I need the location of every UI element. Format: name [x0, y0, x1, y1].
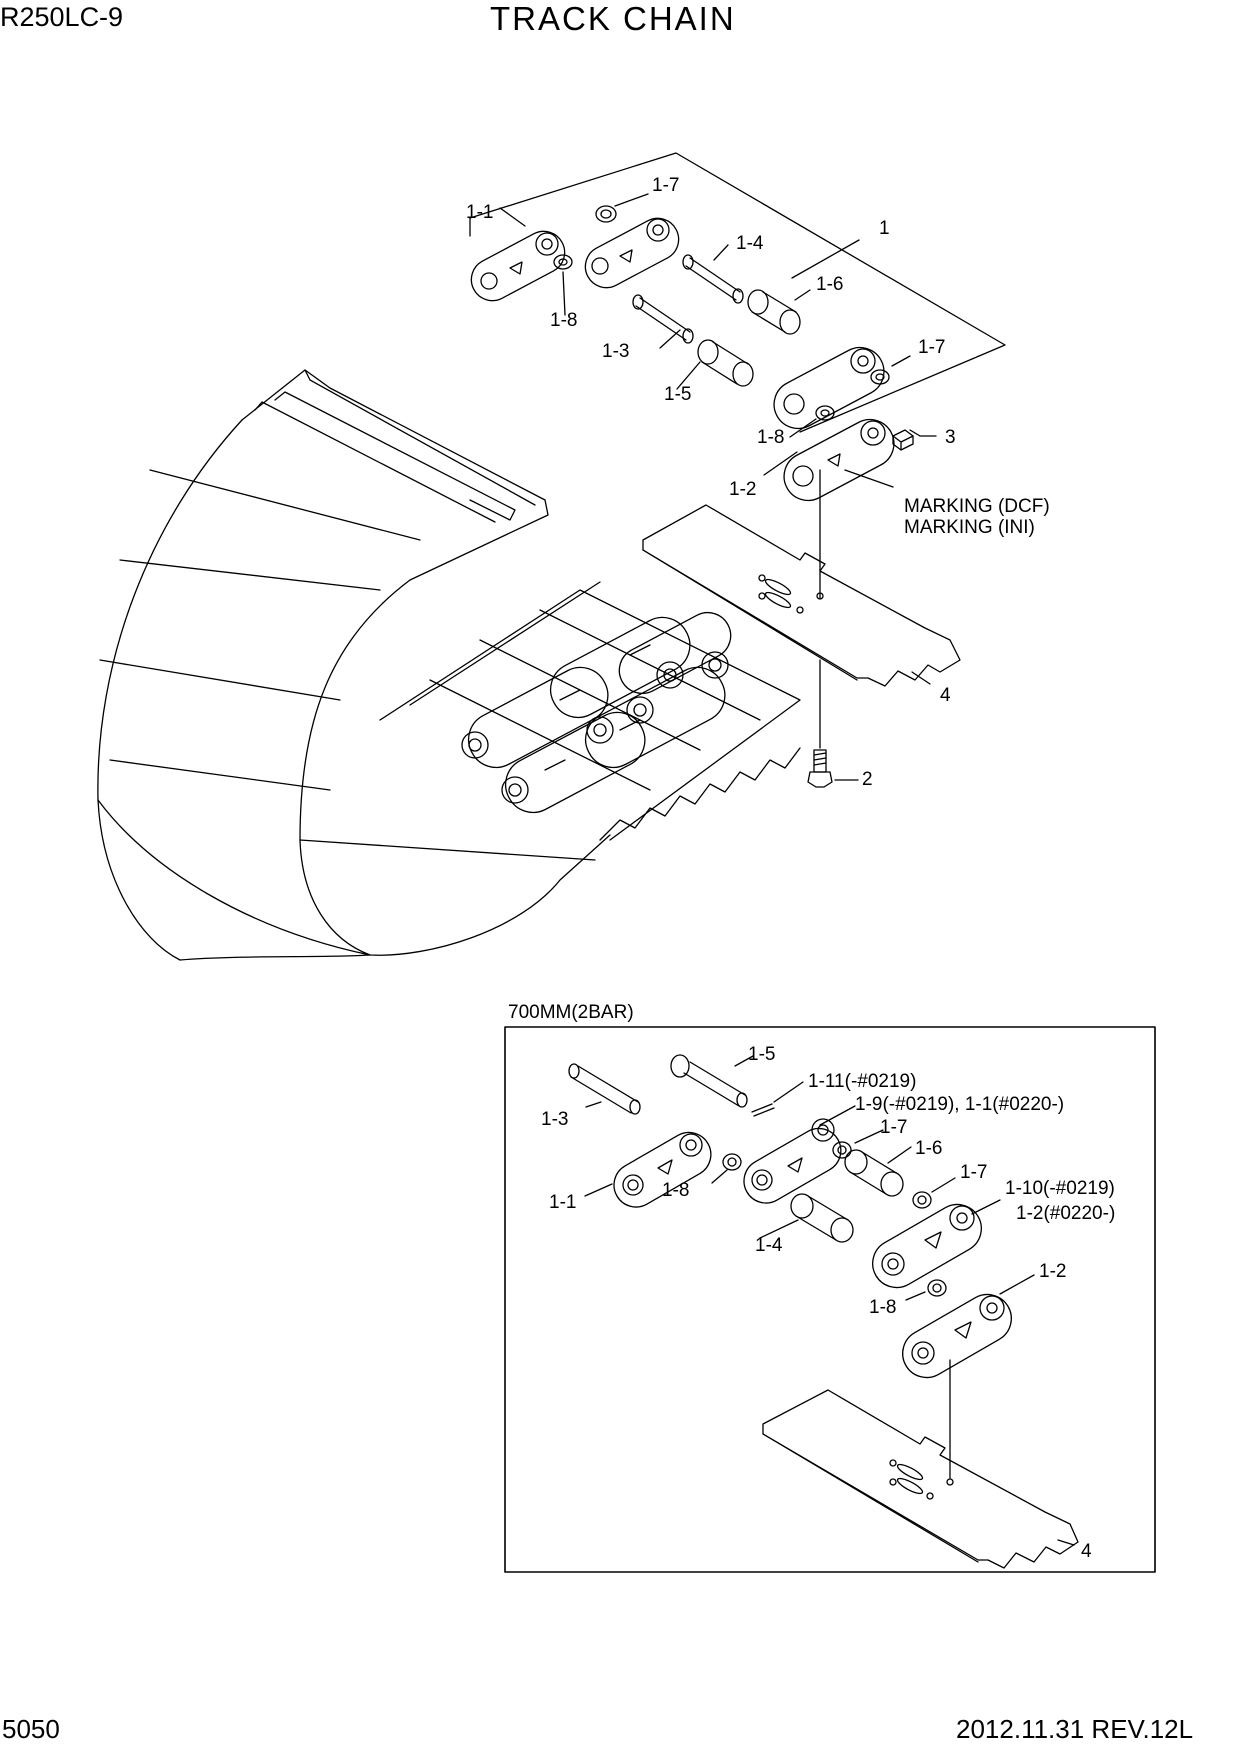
inset-callout-4: 4 — [1081, 1541, 1092, 1562]
inset-callout-1-10: 1-10(-#0219) — [1005, 1178, 1115, 1199]
inset-drawing — [569, 1055, 1078, 1568]
inset-callout-1-2: 1-2 — [1039, 1261, 1067, 1282]
model-label: R250LC-9 — [0, 2, 124, 32]
inset-callout-1-9: 1-9(-#0219), 1-1(#0220-) — [855, 1094, 1065, 1115]
inset-callout-1-3: 1-3 — [541, 1109, 569, 1130]
marking-dcf-label: MARKING (DCF) — [904, 496, 1050, 517]
callout-1-4: 1-4 — [736, 233, 764, 254]
inset-callout-1-1: 1-1 — [549, 1192, 577, 1213]
inset-callout-1-4: 1-4 — [755, 1235, 783, 1256]
page-title: TRACK CHAIN — [490, 0, 736, 37]
inset-callout-1-2-new: 1-2(#0220-) — [1016, 1203, 1116, 1224]
track-belt-drawing — [98, 370, 800, 960]
callout-1-6: 1-6 — [816, 274, 844, 295]
callout-4: 4 — [940, 685, 951, 706]
callout-3: 3 — [945, 427, 956, 448]
page-number: 5050 — [2, 1714, 60, 1744]
callout-1-1: 1-1 — [466, 202, 494, 223]
exploded-view-drawing — [464, 153, 1005, 787]
inset-callout-1-7: 1-7 — [880, 1117, 908, 1138]
callout-1-8: 1-8 — [757, 427, 785, 448]
inset-callout-1-5: 1-5 — [748, 1044, 776, 1065]
inset-callout-1-8: 1-8 — [662, 1180, 690, 1201]
callout-1-2: 1-2 — [729, 479, 757, 500]
revision-label: 2012.11.31 REV.12L — [956, 1714, 1194, 1744]
callout-2: 2 — [862, 769, 873, 790]
inset-callout-1-11: 1-11(-#0219) — [808, 1071, 917, 1092]
callout-1: 1 — [879, 218, 890, 239]
callout-1-8: 1-8 — [550, 310, 578, 331]
inset-callout-1-7: 1-7 — [960, 1162, 988, 1183]
inset-callout-1-6: 1-6 — [915, 1138, 943, 1159]
callout-1-7: 1-7 — [918, 337, 946, 358]
callout-1-7: 1-7 — [652, 175, 680, 196]
callout-1-5: 1-5 — [664, 384, 692, 405]
inset-callout-1-8: 1-8 — [869, 1297, 897, 1318]
callout-1-3: 1-3 — [602, 341, 630, 362]
inset-caption: 700MM(2BAR) — [508, 1002, 634, 1023]
inset-frame — [505, 1027, 1155, 1572]
marking-ini-label: MARKING (INI) — [904, 517, 1035, 538]
